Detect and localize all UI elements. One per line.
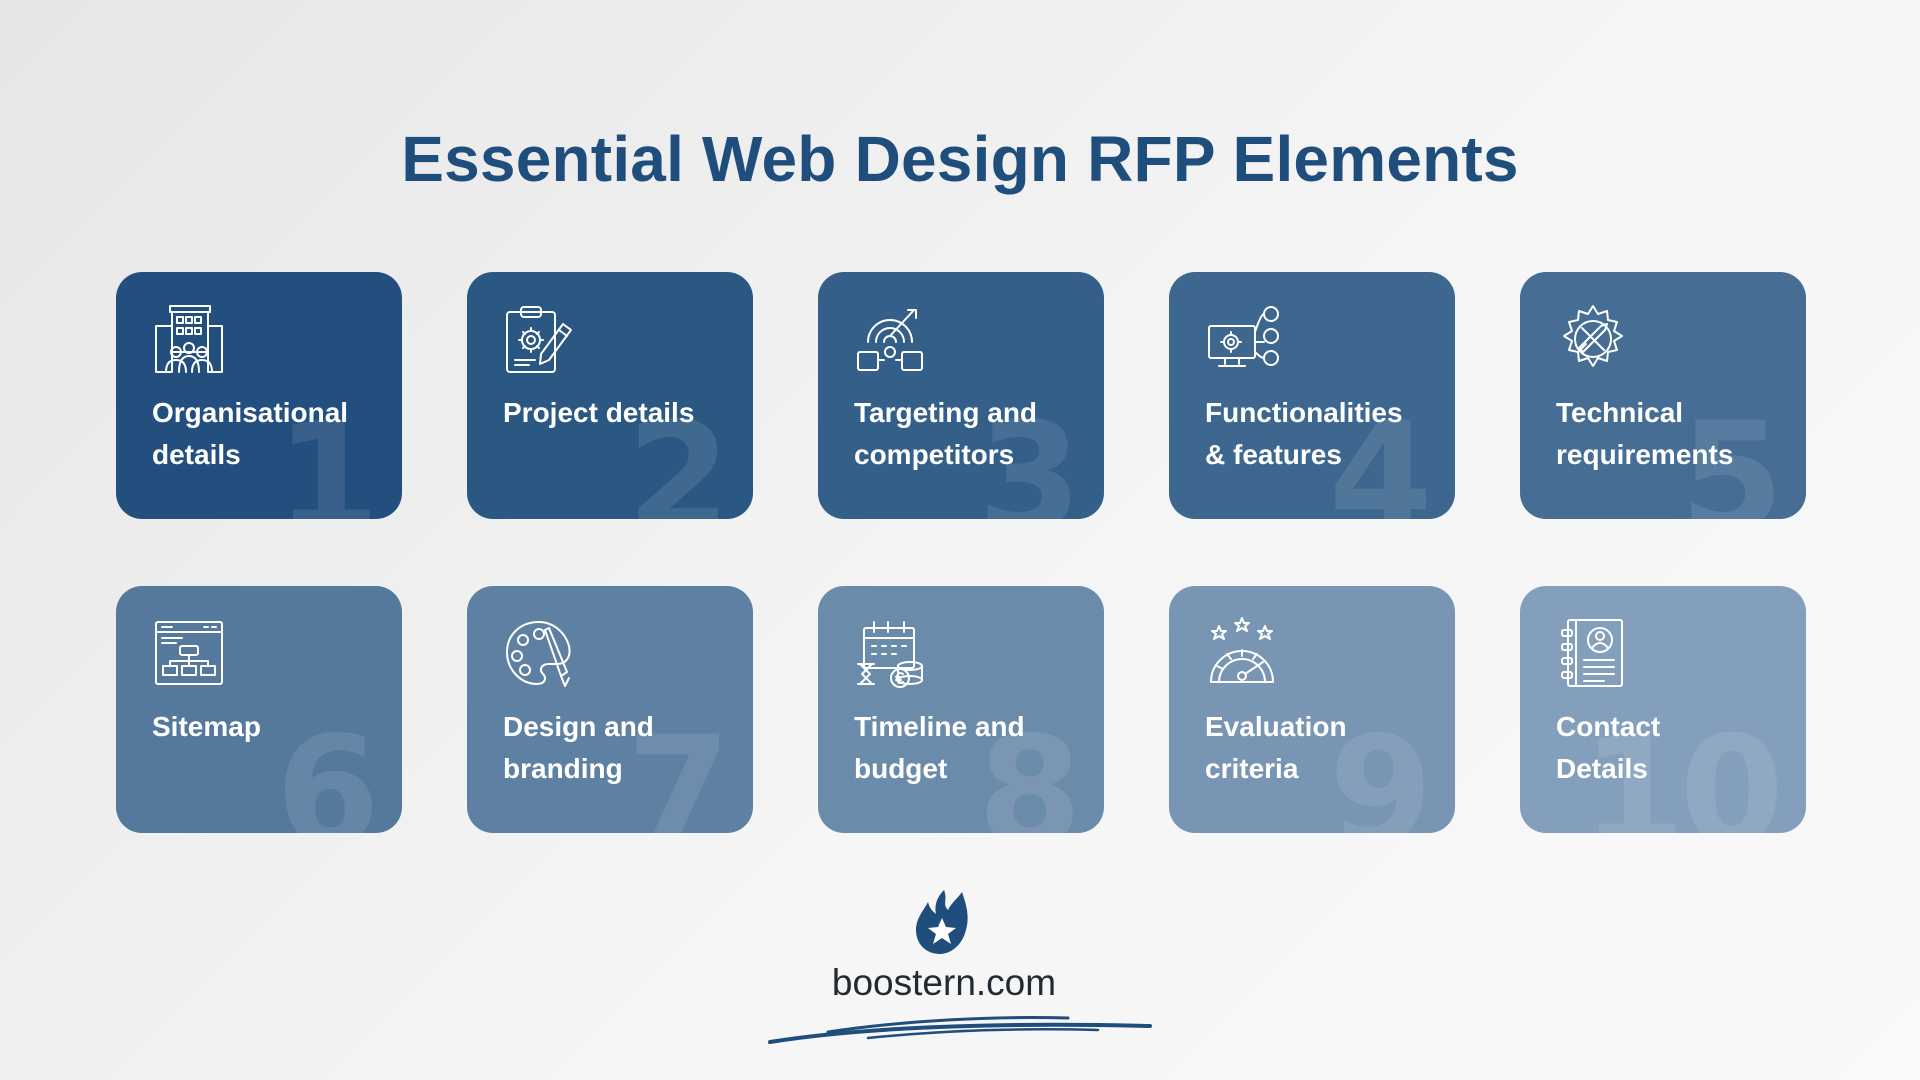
page-title: Essential Web Design RFP Elements <box>401 123 1519 195</box>
brand-name: boostern.com <box>831 962 1057 1003</box>
palette-icon <box>503 616 577 690</box>
card-functionalities-features: 4 Functionalities& features <box>1169 272 1455 519</box>
card-number: 9 <box>1328 705 1433 833</box>
card-label: Project details <box>503 397 695 428</box>
card-label: Functionalities& features <box>1205 397 1403 470</box>
card-number: 10 <box>1581 705 1784 833</box>
card-number: 3 <box>977 391 1082 519</box>
flame-star-icon <box>912 888 974 956</box>
brand-swoosh <box>768 1012 1152 1052</box>
target-icon <box>854 302 928 376</box>
card-number: 1 <box>275 391 380 519</box>
building-people-icon <box>152 302 226 376</box>
clipboard-gear-icon <box>503 302 577 376</box>
rating-gauge-icon <box>1205 616 1279 690</box>
card-number: 2 <box>626 391 731 519</box>
card-number: 6 <box>275 705 380 833</box>
contact-book-icon <box>1556 616 1630 690</box>
card-label: Sitemap <box>152 711 261 742</box>
calendar-coins-icon <box>854 616 928 690</box>
brand-footer: boostern.com <box>0 888 1920 1078</box>
sitemap-icon <box>152 616 226 690</box>
card-number: 5 <box>1679 391 1784 519</box>
card-sitemap: 6 Sitemap <box>116 586 402 833</box>
card-number: 7 <box>626 705 731 833</box>
card-number: 4 <box>1328 391 1433 519</box>
monitor-features-icon <box>1205 302 1279 376</box>
gear-tools-icon <box>1556 302 1630 376</box>
card-number: 8 <box>977 705 1082 833</box>
card-project-details: 2 Project details <box>467 272 753 519</box>
